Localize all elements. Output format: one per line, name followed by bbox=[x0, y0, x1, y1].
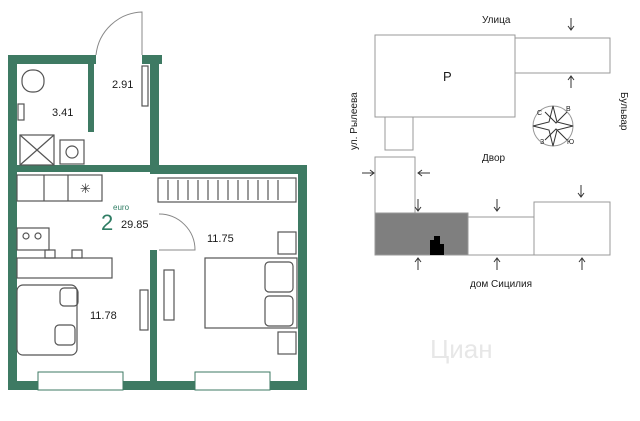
wardrobe-shelves bbox=[157, 177, 297, 203]
street-left-label: ул. Рылеева bbox=[349, 92, 360, 150]
windows bbox=[37, 371, 271, 391]
entrance-marker bbox=[430, 236, 444, 255]
dining-table bbox=[16, 257, 113, 279]
target-building bbox=[374, 212, 469, 256]
compass-n: С bbox=[537, 110, 543, 117]
toilet-icon bbox=[21, 69, 45, 93]
stove-icon bbox=[16, 227, 50, 251]
wardrobe-icon bbox=[141, 65, 149, 107]
living-furniture bbox=[16, 284, 149, 356]
walls bbox=[8, 55, 307, 390]
kitchen-fixtures: ✳ bbox=[16, 174, 113, 279]
compass-icon bbox=[532, 105, 574, 147]
bathroom-area: 3.41 bbox=[52, 107, 74, 119]
bed-icon bbox=[204, 257, 298, 329]
bedroom-area: 11.75 bbox=[207, 233, 234, 245]
building-p-label: Р bbox=[443, 69, 452, 84]
svg-text:✳: ✳ bbox=[80, 182, 91, 197]
bedroom-door bbox=[158, 213, 196, 251]
sofa-icon bbox=[16, 284, 78, 356]
compass-w: З bbox=[540, 139, 545, 146]
hall-area: 2.91 bbox=[112, 79, 134, 91]
rooms-count: 2 bbox=[101, 210, 114, 235]
washing-machine-icon bbox=[59, 139, 85, 165]
bedroom-furniture bbox=[157, 177, 298, 355]
bathroom-fixtures bbox=[17, 65, 149, 166]
street-right-label: Бульвар bbox=[618, 92, 629, 131]
building-p-outline bbox=[375, 34, 611, 74]
kitchen-living-area: 11.78 bbox=[90, 310, 117, 322]
nightstand bbox=[277, 231, 297, 255]
courtyard-label: Двор bbox=[482, 153, 506, 164]
compass-e: В bbox=[566, 106, 571, 113]
street-top-label: Улица bbox=[482, 15, 511, 26]
apartment-type-label: euro bbox=[113, 203, 130, 212]
shower-icon bbox=[19, 134, 55, 166]
total-area: 29.85 bbox=[121, 219, 149, 231]
entry-door bbox=[95, 11, 143, 56]
watermark: Циан bbox=[430, 334, 493, 364]
building-p bbox=[374, 34, 516, 118]
access-arrows bbox=[362, 18, 586, 270]
street-bottom-label: дом Сицилия bbox=[470, 279, 533, 290]
compass-s: Ю bbox=[567, 139, 575, 146]
